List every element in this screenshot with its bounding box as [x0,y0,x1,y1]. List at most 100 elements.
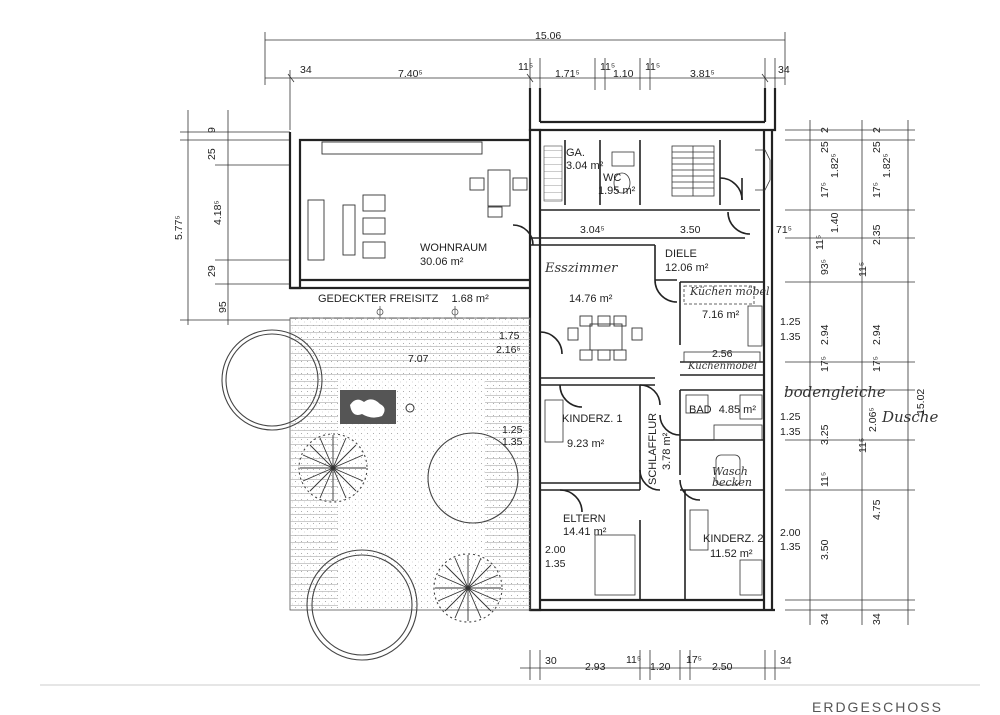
dim-left: 95 [217,301,229,313]
dim-right: 4.75 [871,499,883,520]
left-dimension-lines [180,110,290,325]
room-label-kinderz1: KINDERZ. 1 9.23 m² [562,414,623,450]
dim-right: 1.82⁵ [829,153,841,178]
storage-hatch [543,145,563,202]
handwritten-bodengleiche: bodengleiche [784,383,886,401]
room-label-bad: BAD 4.85 m² [689,405,756,416]
dim-bottom: 11⁵ [626,654,642,666]
wc-fixture [611,151,635,194]
dim-inner: 1.75 [499,330,520,342]
dim-overall-height: 15.02 [915,388,927,415]
dim-inner: 1.25 [502,424,523,436]
dim-right: 2.94 [871,324,883,345]
room-name: BAD [689,404,712,416]
bath-fixtures [685,394,763,486]
dim-top: 11⁵ [600,61,616,73]
room-label-eltern: ELTERN 14.41 m² [563,514,606,538]
dim-right: 2.35 [871,224,883,245]
dim-bottom: 1.20 [650,661,671,673]
dim-right: 2.94 [819,324,831,345]
dim-right: 1.82⁵ [881,153,893,178]
dim-inner: 3.50 [680,224,701,236]
dim-inner: 1.35 [545,558,566,570]
dim-inner: 1.35 [780,541,801,553]
dim-right: 17⁵ [819,181,831,198]
right-dimension-lines [785,120,915,625]
room-label-diele: DIELE 12.06 m² [665,249,708,274]
room-area: 7.16 m² [702,309,740,321]
dim-right: 2 [819,127,831,133]
living-furniture [307,141,528,261]
dim-inner: 2.00 [545,544,566,556]
kitchen-counters [683,285,763,363]
room-name: SCHLAFFLUR [647,412,659,485]
dim-right: 25 [819,141,831,153]
room-area: 11.52 m² [710,548,753,560]
dim-left: 25 [206,148,218,160]
handwritten-kuechenmoebel: Küchenmöbel [688,361,758,372]
bottom-dimension-lines [40,650,980,686]
dim-right: 2.06⁵ [867,407,879,432]
dim-right: 3.50 [819,539,831,560]
terrace [289,306,531,611]
handwritten-waschbecken: Wasch becken [712,465,752,489]
map-patch-icon [340,390,415,424]
room-area: 1.68 m² [451,293,489,305]
room-label-schlafflur: SCHLAFFLUR [647,412,659,485]
dim-inner: 2.16⁵ [496,344,521,356]
dim-top: 11⁵ [518,61,534,73]
dim-right: 1.40 [829,212,841,233]
dim-inner: 1.25 [780,316,801,328]
dim-top: 34 [300,64,312,76]
dim-right: 25 [871,141,883,153]
dim-inner: 1.35 [780,331,801,343]
room-label-kinderz2: KINDERZ. 2 11.52 m² [703,534,764,560]
plan-title: ERDGESCHOSS [812,699,943,715]
room-name: WOHNRAUM [420,242,488,254]
dim-bottom: 17⁵ [686,654,703,666]
dim-left: 9 [206,127,218,133]
room-area: 3.04 m² [566,160,604,172]
room-name: GA. [566,147,585,159]
dim-inner: 2.56 [712,348,733,360]
room-label-schlafflur-area: 3.78 m² [661,432,673,470]
dim-bottom: 30 [545,655,557,667]
dim-right: 11⁵ [857,437,869,453]
room-area: 14.41 m² [563,526,607,538]
dim-right: 34 [871,613,883,625]
dim-overall-width: 15.06 [535,30,562,42]
dim-inner: 3.04⁵ [580,224,605,236]
dim-top: 34 [778,64,790,76]
dim-bottom: 34 [780,655,792,667]
dim-inner: 71⁵ [776,224,793,236]
handwritten-dusche: Dusche [882,408,939,426]
room-area: 14.76 m² [569,293,613,305]
garden-trees [221,329,519,661]
bedroom-furniture [544,399,763,596]
dim-top: 7.40⁵ [398,68,423,80]
room-area: 4.85 m² [718,404,756,416]
room-name: KINDERZ. 1 [562,413,623,425]
dim-inner: 2.00 [780,527,801,539]
room-label-essen: 14.76 m² [569,294,612,305]
room-name: ELTERN [563,513,606,525]
room-label-freisitz: GEDECKTER FREISITZ 1.68 m² [318,294,489,305]
top-dimension-lines [264,32,786,130]
room-area: 12.06 m² [665,262,709,274]
dining-table [567,315,643,361]
dim-right: 11⁵ [857,261,869,277]
dim-right: 3.25 [819,424,831,445]
dim-top: 1.71⁵ [555,68,580,80]
dim-top: 11⁵ [645,61,661,73]
dim-right: 17⁵ [871,355,883,372]
dim-right: 11⁵ [814,234,826,250]
garden-shrubs [300,435,501,621]
dim-inner: 1.35 [502,436,523,448]
dim-right: 93⁵ [819,258,831,275]
dim-inner: 1.35 [780,426,801,438]
room-area: 3.78 m² [661,432,673,470]
room-label-ga: GA. 3.04 m² [566,148,603,172]
dim-right: 34 [819,613,831,625]
room-label-kueche: 7.16 m² [702,310,739,321]
